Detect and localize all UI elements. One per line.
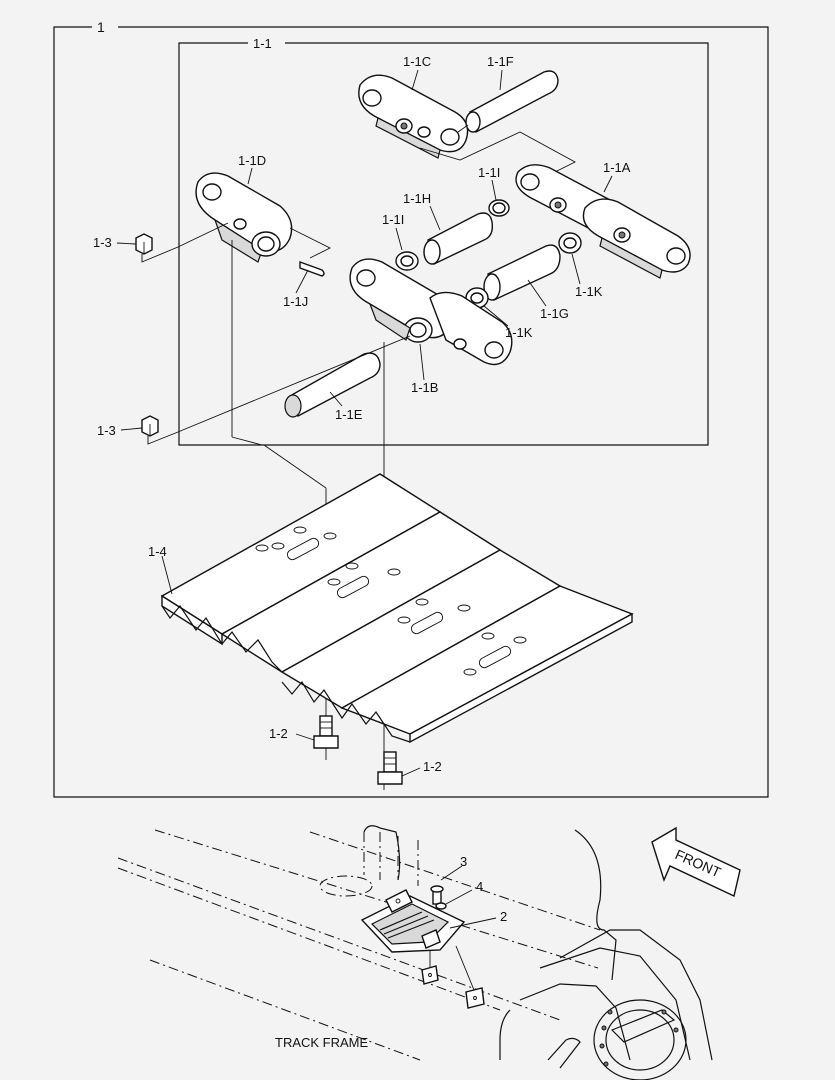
callout-1-1a: 1-1A: [603, 160, 631, 175]
callout-1-2-left: 1-2: [269, 726, 288, 741]
track-frame-view: 3 4 2 TRACK FRAME: [117, 825, 713, 1080]
seal-1-1i-b: [488, 199, 510, 217]
bolt-1-2-a: [295, 715, 339, 749]
callout-1-1k-center: 1-1K: [505, 325, 533, 340]
seal-1-1i-a: [395, 251, 419, 271]
track-frame-label: TRACK FRAME: [275, 1035, 369, 1050]
group-1-1-frame: 1-1: [178, 36, 709, 446]
bushing-1-1h: [423, 212, 494, 266]
group-1-label: 1: [97, 19, 105, 35]
bushing-1-1g: [483, 244, 561, 301]
link-1-1d: [195, 172, 293, 263]
callout-3: 3: [460, 854, 467, 869]
group-1-frame: 1: [53, 19, 769, 798]
front-arrow: FRONT: [651, 826, 741, 898]
callout-1-3-top: 1-3: [93, 235, 112, 250]
callout-labels: 1-1C 1-1F 1-1D 1-1I 1-1A 1-1H 1-1I 1-3 1…: [93, 54, 631, 774]
callout-1-1f: 1-1F: [487, 54, 514, 69]
callout-1-1i-left: 1-1I: [382, 212, 404, 227]
callout-1-4: 1-4: [148, 544, 167, 559]
bolt-1-2-b: [377, 751, 421, 785]
pin-1-1e: [284, 352, 381, 418]
nut-1-3-a: [135, 233, 179, 263]
seal-1-1k-a: [558, 232, 582, 254]
callout-1-1b: 1-1B: [411, 380, 438, 395]
callout-1-2-right: 1-2: [423, 759, 442, 774]
nut-1-3-b: [141, 415, 179, 445]
track-shoes-1-4: [160, 473, 634, 744]
callout-1-3-bottom: 1-3: [97, 423, 116, 438]
pin-1-1j: [299, 261, 325, 277]
callout-2: 2: [500, 909, 507, 924]
pin-1-1f: [457, 70, 559, 134]
link-1-1c: [358, 74, 469, 159]
callout-1-1c: 1-1C: [403, 54, 431, 69]
callout-1-1h: 1-1H: [403, 191, 431, 206]
callout-1-1j: 1-1J: [283, 294, 308, 309]
link-1-1b: [349, 258, 513, 366]
link-1-1a: [515, 164, 691, 279]
callout-1-1e: 1-1E: [335, 407, 363, 422]
callout-1-1d: 1-1D: [238, 153, 266, 168]
callout-1-1g: 1-1G: [540, 306, 569, 321]
callout-1-1k-right: 1-1K: [575, 284, 603, 299]
group-1-1-label: 1-1: [253, 36, 272, 51]
callout-4: 4: [476, 879, 483, 894]
callout-1-1i-top: 1-1I: [478, 165, 500, 180]
